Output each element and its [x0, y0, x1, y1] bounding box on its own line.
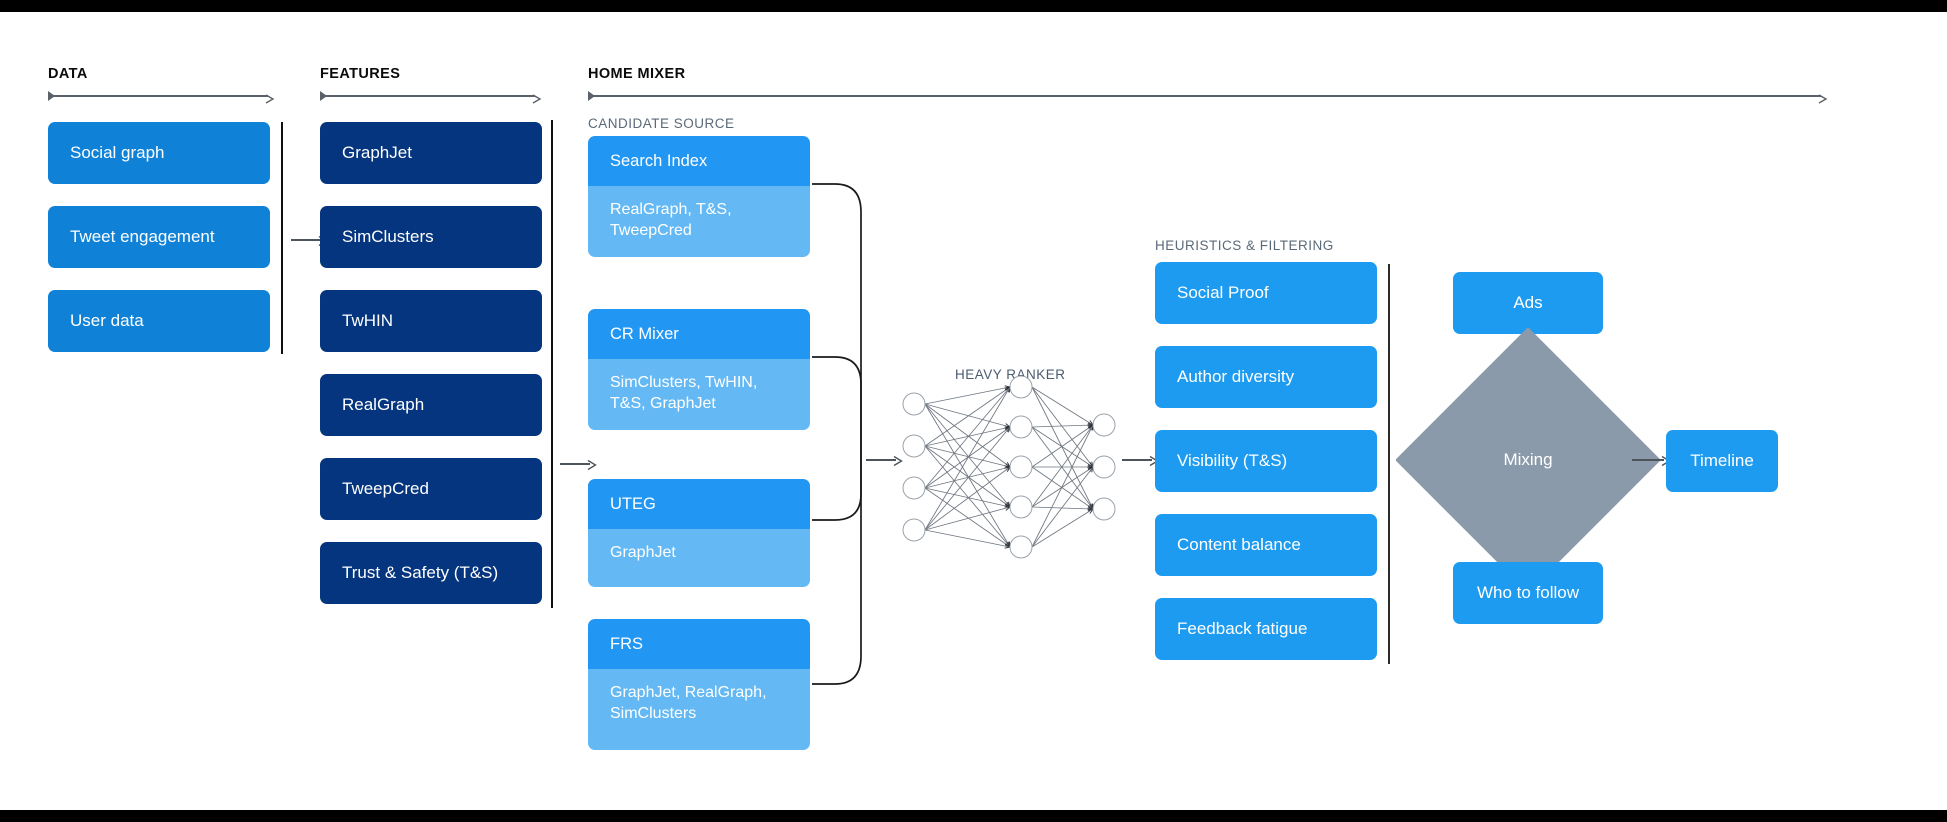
candidate-source-frs[interactable]: FRS GraphJet, RealGraph, SimClusters [588, 619, 810, 750]
candidate-source-uses: GraphJet [588, 529, 810, 587]
feature-box-label: TweepCred [342, 479, 429, 499]
arrow-features-to-candidate-source [560, 458, 598, 471]
data-box-user-data[interactable]: User data [48, 290, 270, 352]
letterbox-top [0, 0, 1947, 12]
mixing-node-label: Mixing [1503, 450, 1553, 469]
feature-box-realgraph[interactable]: RealGraph [320, 374, 542, 436]
candidate-source-uses: GraphJet, RealGraph, SimClusters [588, 669, 810, 750]
section-title-data: DATA [48, 66, 88, 82]
timeline-output-box[interactable]: Timeline [1666, 430, 1778, 492]
heuristic-box-visibility[interactable]: Visibility (T&S) [1155, 430, 1377, 492]
candidate-source-connectors [812, 183, 862, 685]
feature-box-tweepcred[interactable]: TweepCred [320, 458, 542, 520]
feature-box-label: GraphJet [342, 143, 412, 163]
mixing-input-who-to-follow[interactable]: Who to follow [1453, 562, 1603, 624]
section-title-features: FEATURES [320, 66, 401, 82]
data-box-tweet-engagement[interactable]: Tweet engagement [48, 206, 270, 268]
letterbox-bottom [0, 810, 1947, 822]
heuristic-box-author-diversity[interactable]: Author diversity [1155, 346, 1377, 408]
mixing-input-ads[interactable]: Ads [1453, 272, 1603, 334]
data-box-label: User data [70, 311, 144, 331]
feature-box-label: Trust & Safety (T&S) [342, 563, 499, 583]
axis-arrow-data [48, 91, 275, 104]
ads-label: Ads [1513, 293, 1543, 313]
feature-box-graphjet[interactable]: GraphJet [320, 122, 542, 184]
heuristic-box-label: Visibility (T&S) [1177, 451, 1288, 471]
feature-box-simclusters[interactable]: SimClusters [320, 206, 542, 268]
candidate-source-name: FRS [588, 619, 810, 669]
heuristic-box-label: Content balance [1177, 535, 1301, 555]
feature-box-label: RealGraph [342, 395, 425, 415]
candidate-source-uses: RealGraph, T&S, TweepCred [588, 186, 810, 257]
data-box-label: Tweet engagement [70, 227, 215, 247]
section-title-candidate-source: CANDIDATE SOURCE [588, 116, 735, 131]
timeline-label: Timeline [1690, 451, 1754, 471]
candidate-source-name: UTEG [588, 479, 810, 529]
mixing-connectors [1521, 334, 1535, 562]
axis-arrow-features [320, 91, 542, 104]
arrow-candidate-source-to-heavy-ranker [866, 454, 904, 467]
feature-box-label: TwHIN [342, 311, 393, 331]
heuristic-box-label: Feedback fatigue [1177, 619, 1308, 639]
candidate-source-cr-mixer[interactable]: CR Mixer SimClusters, TwHIN, T&S, GraphJ… [588, 309, 810, 430]
candidate-source-name: Search Index [588, 136, 810, 186]
heavy-ranker-network [902, 375, 1116, 559]
axis-arrow-home-mixer [588, 91, 1828, 104]
data-box-label: Social graph [70, 143, 165, 163]
heuristic-box-social-proof[interactable]: Social Proof [1155, 262, 1377, 324]
candidate-source-search-index[interactable]: Search Index RealGraph, T&S, TweepCred [588, 136, 810, 257]
divider-features-home-mixer [551, 120, 553, 608]
heuristic-box-label: Social Proof [1177, 283, 1269, 303]
who-to-follow-label: Who to follow [1476, 583, 1580, 603]
feature-box-label: SimClusters [342, 227, 434, 247]
heuristic-box-feedback-fatigue[interactable]: Feedback fatigue [1155, 598, 1377, 660]
section-title-home-mixer: HOME MIXER [588, 66, 686, 82]
diagram-canvas: DATA FEATURES HOME MIXER CANDIDATE SOURC… [0, 12, 1947, 810]
feature-box-twhin[interactable]: TwHIN [320, 290, 542, 352]
candidate-source-uteg[interactable]: UTEG GraphJet [588, 479, 810, 587]
section-title-heavy-ranker: HEAVY RANKER [955, 367, 1066, 382]
divider-data-features [281, 122, 283, 354]
section-title-heuristics: HEURISTICS & FILTERING [1155, 238, 1334, 253]
heuristic-box-content-balance[interactable]: Content balance [1155, 514, 1377, 576]
data-box-social-graph[interactable]: Social graph [48, 122, 270, 184]
divider-heuristics-mixing [1388, 264, 1390, 664]
feature-box-trust-safety[interactable]: Trust & Safety (T&S) [320, 542, 542, 604]
heuristic-box-label: Author diversity [1177, 367, 1295, 387]
candidate-source-uses: SimClusters, TwHIN, T&S, GraphJet [588, 359, 810, 430]
candidate-source-name: CR Mixer [588, 309, 810, 359]
